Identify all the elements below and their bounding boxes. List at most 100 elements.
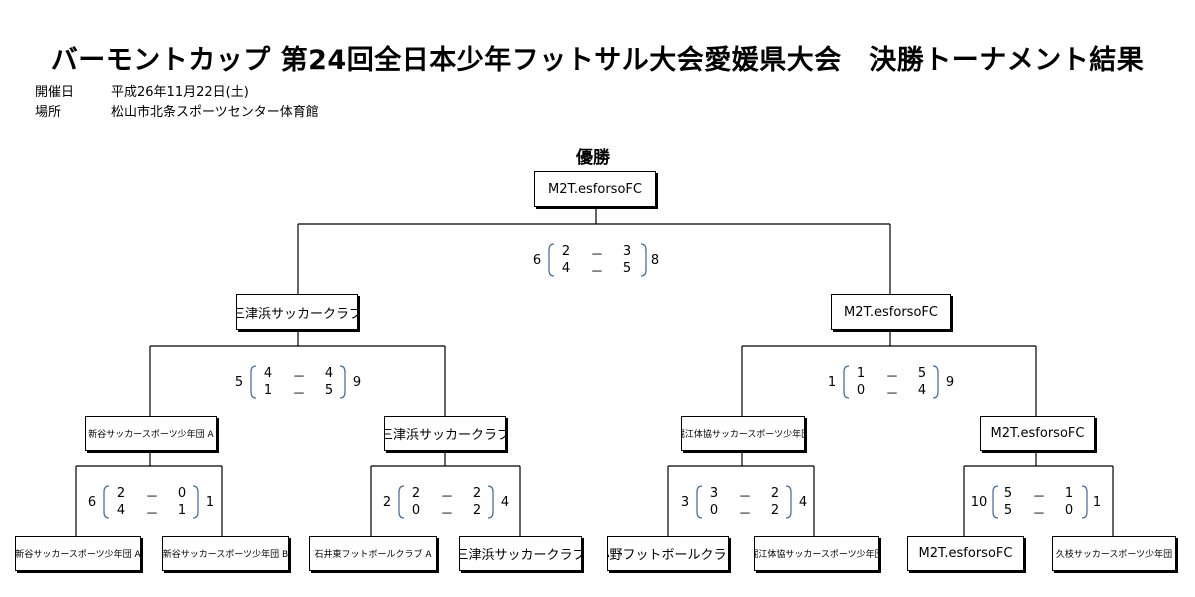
team-1: 新谷サッカースポーツ少年団 A: [15, 536, 141, 571]
qf-winner-1: 新谷サッカースポーツ少年団 A: [85, 416, 217, 451]
score-brackets: [103, 243, 1088, 519]
half2-right: 2: [472, 503, 482, 518]
page-title: バーモントカップ 第24回全日本少年フットサル大会愛媛県大会 決勝トーナメント結…: [50, 45, 1145, 76]
half2-dash: －: [145, 507, 159, 522]
team-name: 小野フットボールクラブ: [608, 548, 728, 563]
team-5: 小野フットボールクラブ: [607, 536, 729, 571]
team-name: 堀江体協サッカースポーツ少年団: [754, 550, 879, 560]
left-total: 1: [827, 375, 837, 390]
half2-left: 5: [1003, 503, 1013, 518]
left-total: 5: [234, 375, 244, 390]
venue-value: 松山市北条スポーツセンター体育館: [111, 105, 319, 120]
team-name: M2T.esforsoFC: [548, 181, 642, 197]
half2-left: 0: [856, 383, 866, 398]
half2-dash: －: [292, 387, 306, 402]
left-total: 6: [532, 253, 542, 268]
half1-dash: －: [1032, 490, 1046, 505]
right-total: 4: [500, 495, 510, 510]
half1-right: 2: [770, 486, 780, 501]
half1-left: 4: [263, 366, 273, 381]
half1-dash: －: [440, 490, 454, 505]
half2-left: 1: [263, 383, 273, 398]
half2-dash: －: [885, 387, 899, 402]
half1-right: 1: [1064, 486, 1074, 501]
half1-right: 2: [472, 486, 482, 501]
half1-right: 0: [177, 486, 187, 501]
team-name: 堀江体協サッカースポーツ少年団: [681, 430, 805, 440]
right-total: 1: [1092, 495, 1102, 510]
qf-winner-2: 三津浜サッカークラブ: [384, 416, 506, 451]
half1-dash: －: [292, 370, 306, 385]
half2-right: 5: [622, 261, 632, 276]
left-total: 6: [87, 495, 97, 510]
semi-winner-left: 三津浜サッカークラブ: [236, 294, 358, 330]
team-7: M2T.esforsoFC: [907, 536, 1024, 571]
team-2: 新谷サッカースポーツ少年団 B: [162, 536, 289, 571]
half2-right: 5: [324, 383, 334, 398]
team-name: 三津浜サッカークラブ: [236, 306, 358, 322]
qf-winner-4: M2T.esforsoFC: [980, 416, 1095, 451]
team-name: M2T.esforsoFC: [918, 546, 1013, 561]
team-8: 久枝サッカースポーツ少年団: [1052, 536, 1176, 571]
champion-label: 優勝: [576, 148, 610, 168]
right-total: 4: [798, 495, 808, 510]
team-name: 新谷サッカースポーツ少年団 A: [15, 550, 141, 560]
half1-dash: －: [885, 370, 899, 385]
half2-right: 0: [1064, 503, 1074, 518]
team-6: 堀江体協サッカースポーツ少年団: [754, 536, 879, 571]
half1-left: 2: [411, 486, 421, 501]
half1-right: 4: [324, 366, 334, 381]
champion-box: M2T.esforsoFC: [534, 171, 656, 207]
half1-left: 2: [116, 486, 126, 501]
team-name: 久枝サッカースポーツ少年団: [1055, 550, 1173, 560]
half1-dash: －: [145, 490, 159, 505]
right-total: 8: [650, 253, 660, 268]
half2-right: 4: [917, 383, 927, 398]
left-total: 2: [382, 495, 392, 510]
date-label: 開催日: [35, 85, 75, 100]
half2-left: 0: [709, 503, 719, 518]
team-4: 三津浜サッカークラブ: [459, 536, 582, 571]
half2-left: 0: [411, 503, 421, 518]
score-qf-1: 6 2 － 0 4 － 1 1: [82, 486, 222, 522]
half2-left: 4: [116, 503, 126, 518]
half2-dash: －: [590, 265, 604, 280]
right-total: 9: [352, 375, 362, 390]
half2-left: 4: [561, 261, 571, 276]
score-qf-2: 2 2 － 2 0 － 2 4: [377, 486, 517, 522]
date-value: 平成26年11月22日(土): [111, 85, 249, 100]
team-name: M2T.esforsoFC: [844, 304, 938, 320]
team-name: 石井東フットボールクラブ A: [314, 550, 432, 560]
half1-left: 5: [1003, 486, 1013, 501]
score-final: 6 2 － 3 4 － 5 8: [527, 244, 667, 280]
team-name: 新谷サッカースポーツ少年団 A: [88, 430, 214, 440]
score-semi-right: 1 1 － 5 0 － 4 9: [822, 366, 962, 402]
team-name: 新谷サッカースポーツ少年団 B: [162, 550, 289, 560]
score-qf-4: 10 5 － 1 5 － 0 1: [969, 486, 1109, 522]
half2-dash: －: [1032, 507, 1046, 522]
half1-left: 2: [561, 244, 571, 259]
team-name: 三津浜サッカークラブ: [384, 428, 506, 443]
half2-right: 1: [177, 503, 187, 518]
score-semi-left: 5 4 － 4 1 － 5 9: [229, 366, 369, 402]
venue-label: 場所: [35, 105, 62, 120]
half1-dash: －: [738, 490, 752, 505]
half1-right: 5: [917, 366, 927, 381]
team-name: M2T.esforsoFC: [990, 426, 1085, 441]
left-total: 3: [680, 495, 690, 510]
semi-winner-right: M2T.esforsoFC: [831, 294, 951, 330]
qf-winner-3: 堀江体協サッカースポーツ少年団: [681, 416, 805, 451]
team-name: 三津浜サッカークラブ: [459, 548, 582, 563]
half1-left: 1: [856, 366, 866, 381]
score-qf-3: 3 3 － 2 0 － 2 4: [675, 486, 815, 522]
half2-right: 2: [770, 503, 780, 518]
left-total: 10: [970, 495, 988, 510]
half2-dash: －: [738, 507, 752, 522]
half2-dash: －: [440, 507, 454, 522]
half1-right: 3: [622, 244, 632, 259]
right-total: 1: [205, 495, 215, 510]
half1-left: 3: [709, 486, 719, 501]
team-3: 石井東フットボールクラブ A: [309, 536, 437, 571]
